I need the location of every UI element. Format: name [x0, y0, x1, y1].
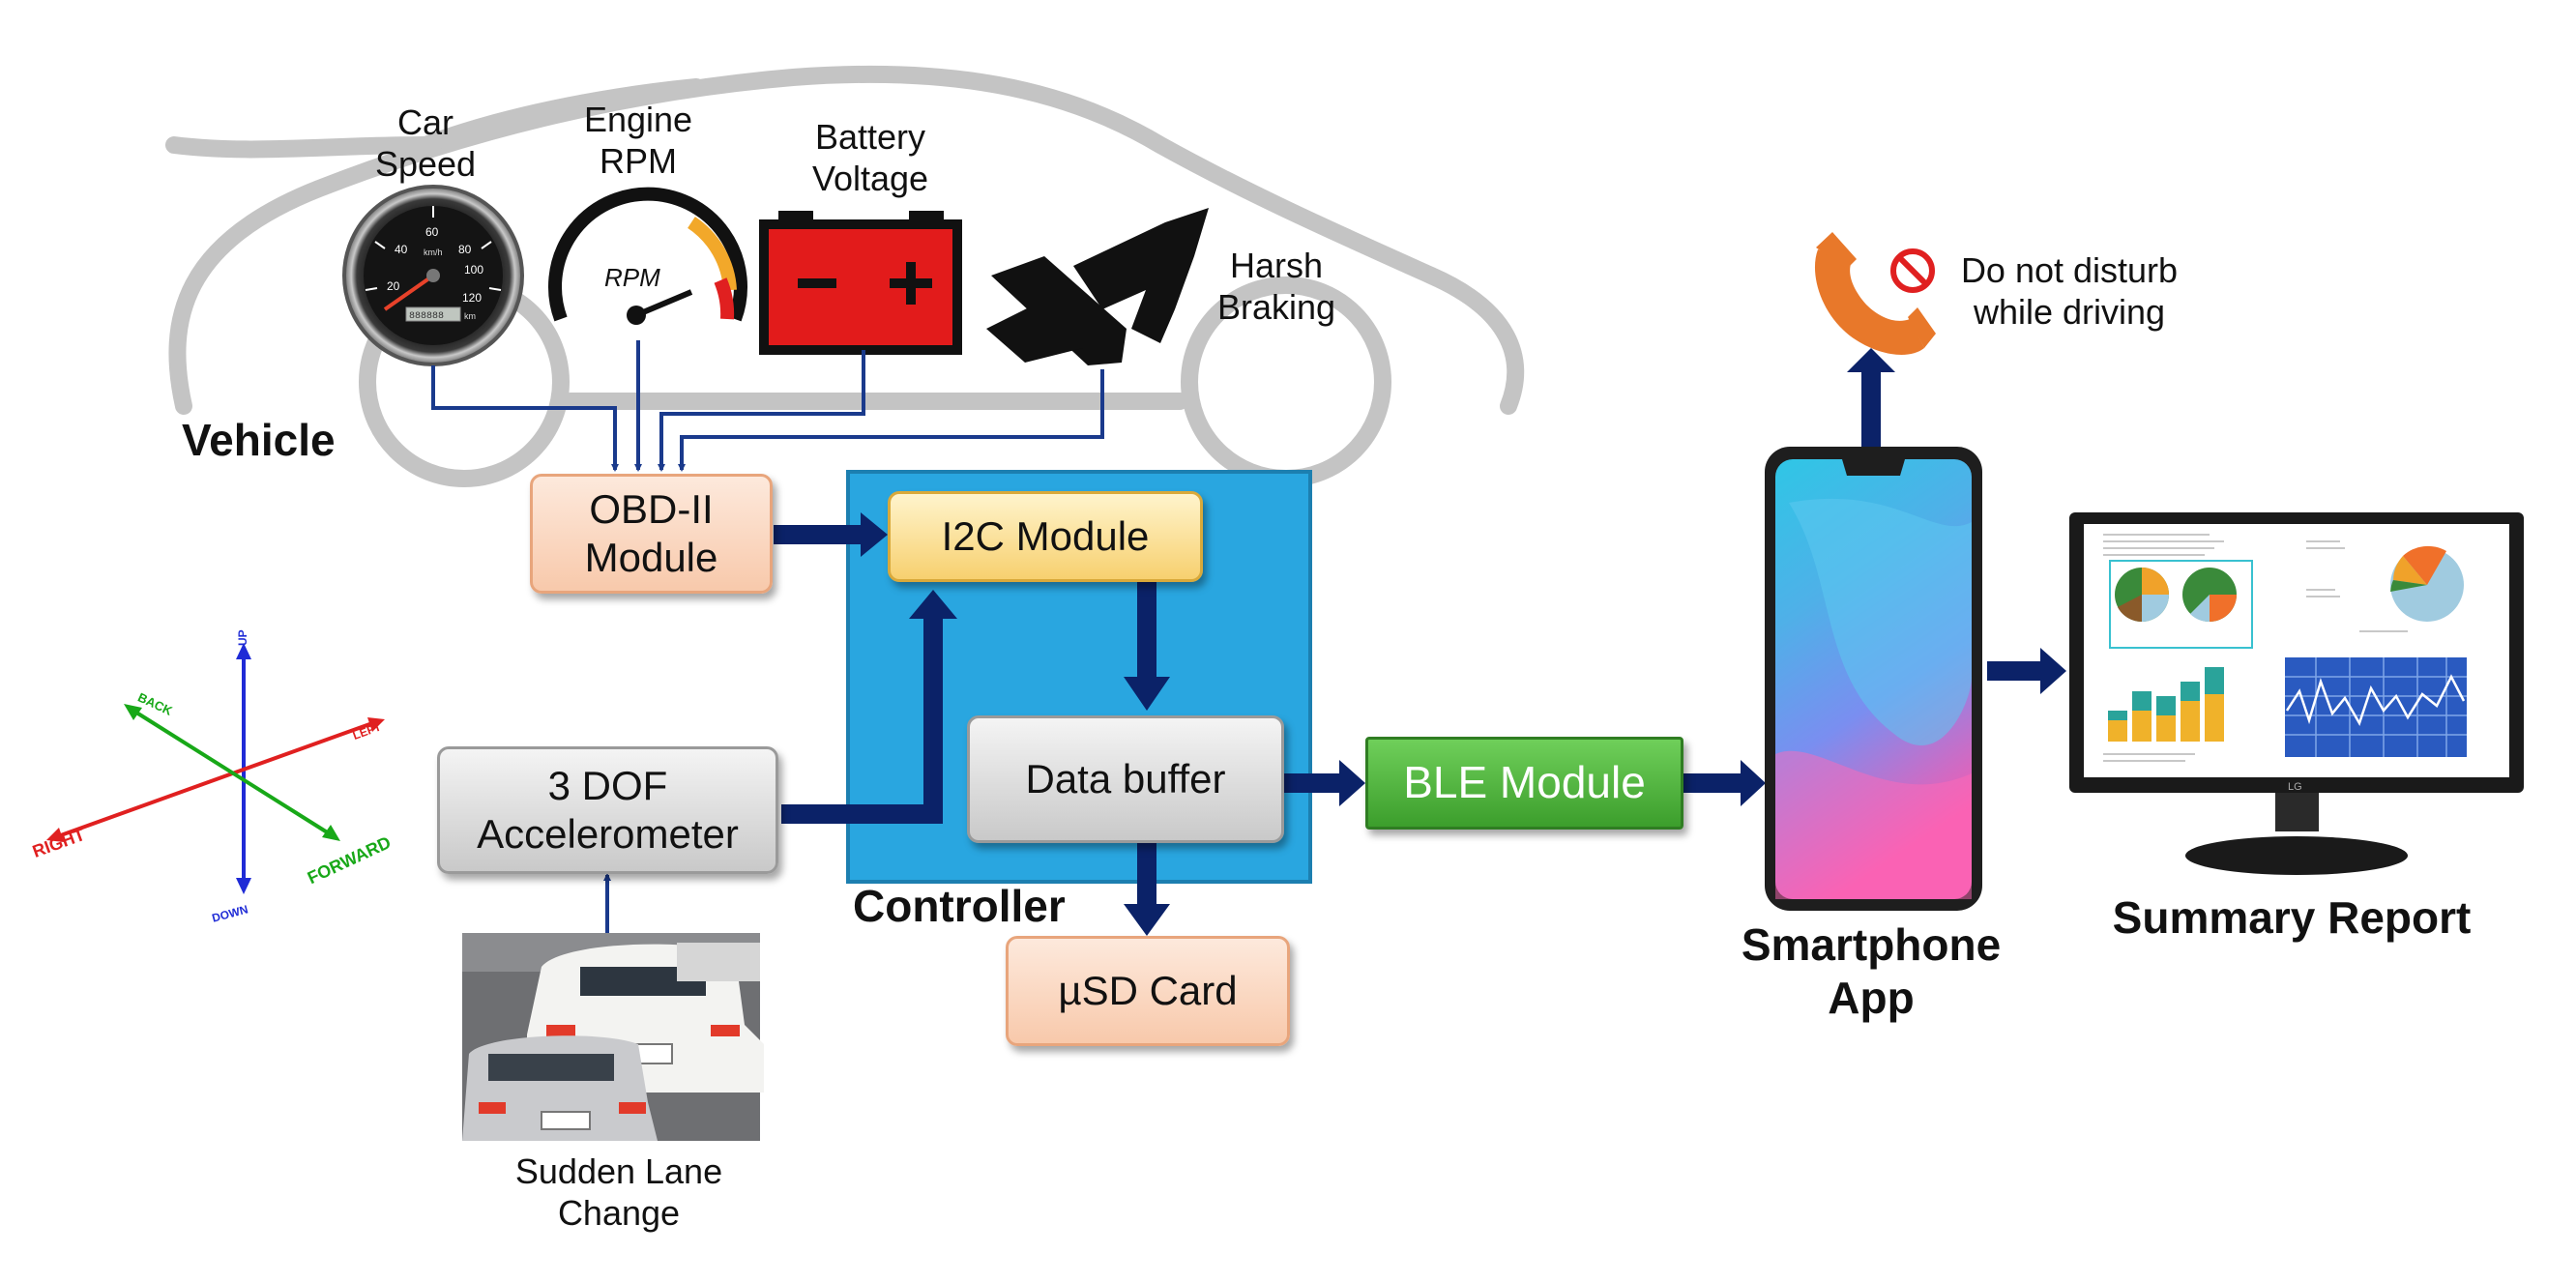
- data-buffer-module: Data buffer: [967, 715, 1284, 843]
- speed-tick-20: 20: [387, 279, 400, 293]
- speed-odometer-unit: km: [464, 311, 476, 321]
- usd-card-module: µSD Card: [1006, 936, 1290, 1046]
- lane-change-photo: [462, 933, 764, 1141]
- axis-down-label: DOWN: [211, 902, 249, 924]
- accelerometer-module: 3 DOF Accelerometer: [437, 746, 778, 874]
- car-speed-label: Car Speed: [374, 102, 477, 185]
- rpm-gauge-icon: RPM: [548, 187, 747, 325]
- speed-tick-40: 40: [395, 243, 408, 256]
- brake-pedal-icon: [986, 208, 1209, 365]
- data-flow-arrows: [774, 348, 2066, 936]
- controller-title: Controller: [853, 881, 1066, 931]
- engine-rpm-label: Engine RPM: [583, 100, 693, 182]
- speed-tick-80: 80: [458, 243, 472, 256]
- obd-connectors: [431, 340, 1104, 472]
- dnd-label: Do not disturb while driving: [1960, 250, 2179, 333]
- speed-unit: km/h: [424, 248, 443, 257]
- battery-voltage-label: Battery Voltage: [811, 117, 929, 199]
- obd-module: OBD-II Module: [530, 474, 773, 594]
- speed-odometer: 888888: [409, 311, 444, 322]
- summary-report-label: Summary Report: [2112, 892, 2472, 943]
- speed-tick-120: 120: [462, 291, 482, 305]
- speed-tick-60: 60: [425, 225, 439, 239]
- lane-change-label: Sudden Lane Change: [514, 1151, 723, 1234]
- smartphone-app-label: Smartphone App: [1741, 919, 2002, 1024]
- axis-diagram: [46, 643, 385, 894]
- vehicle-title: Vehicle: [182, 415, 336, 465]
- axis-up-label: UP: [236, 629, 249, 646]
- phone-call-icon: [1814, 232, 1936, 355]
- harsh-braking-label: Harsh Braking: [1216, 246, 1336, 328]
- axis-left-label: LEFT: [351, 719, 384, 743]
- axis-forward-label: FORWARD: [305, 832, 394, 888]
- i2c-module: I2C Module: [888, 491, 1203, 582]
- speed-tick-100: 100: [464, 263, 483, 277]
- ble-module: BLE Module: [1365, 737, 1683, 830]
- smartphone-device: [1765, 447, 1982, 911]
- monitor-brand-label: LG: [2288, 781, 2302, 793]
- rpm-gauge-label: RPM: [604, 263, 660, 292]
- no-symbol-icon: [1890, 248, 1935, 293]
- speedometer-icon: 20 40 60 80 100 120 km/h 888888 km: [342, 185, 524, 366]
- battery-icon: [759, 211, 962, 355]
- monitor-device: LG: [2069, 512, 2524, 875]
